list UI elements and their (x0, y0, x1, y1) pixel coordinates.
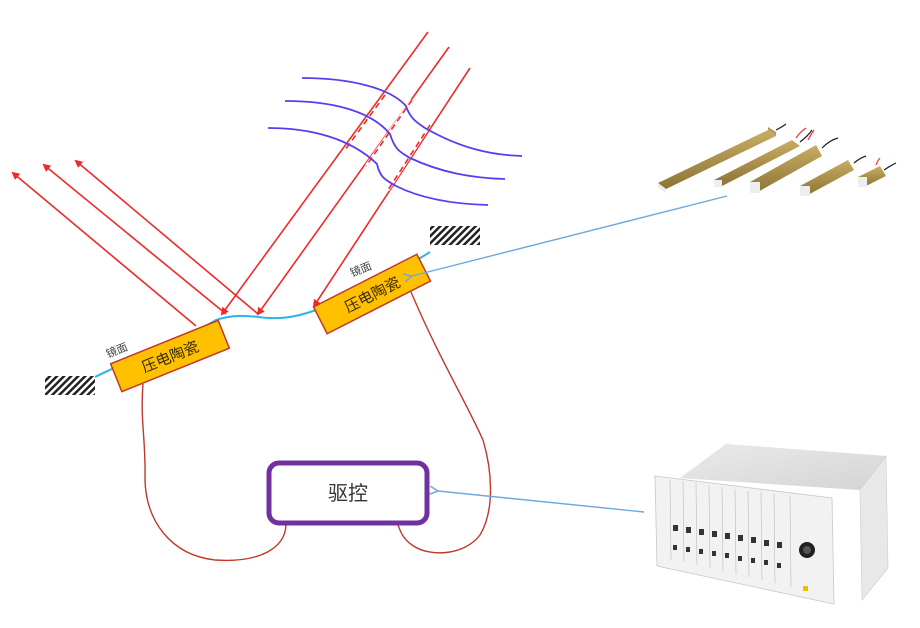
piezo-block-right[interactable]: 压电陶瓷 (312, 253, 432, 335)
wavefront-3 (267, 127, 489, 206)
fixed-mount-left (45, 376, 95, 395)
wavefront-1 (301, 77, 523, 157)
incoming-ray-3 (312, 67, 471, 308)
driver-label: 驱控 (328, 481, 368, 505)
reflected-ray-1 (11, 171, 197, 327)
mirror-label-right: 镜面 (348, 259, 374, 280)
piezo-block-left[interactable]: 压电陶瓷 (109, 319, 231, 393)
incoming-ray-1 (220, 31, 429, 316)
driver-chassis-photo (654, 444, 889, 605)
wire-right (397, 291, 492, 554)
pointer-arrow-driver (438, 491, 645, 513)
driver-wires (141, 291, 492, 562)
reflected-rays (11, 159, 259, 327)
wire-left (141, 383, 287, 562)
wavefront-2 (284, 100, 506, 180)
incoming-rays (220, 31, 471, 316)
piezo-stacks-photo (658, 123, 897, 196)
reflected-ray-2 (42, 163, 227, 315)
incoming-ray-2 (256, 46, 450, 316)
driver-box[interactable]: 驱控 (266, 460, 430, 526)
fixed-mount-right (430, 226, 480, 245)
reflected-ray-3 (74, 159, 259, 315)
wavefronts (267, 77, 523, 206)
pointer-arrow-piezo (412, 195, 728, 276)
